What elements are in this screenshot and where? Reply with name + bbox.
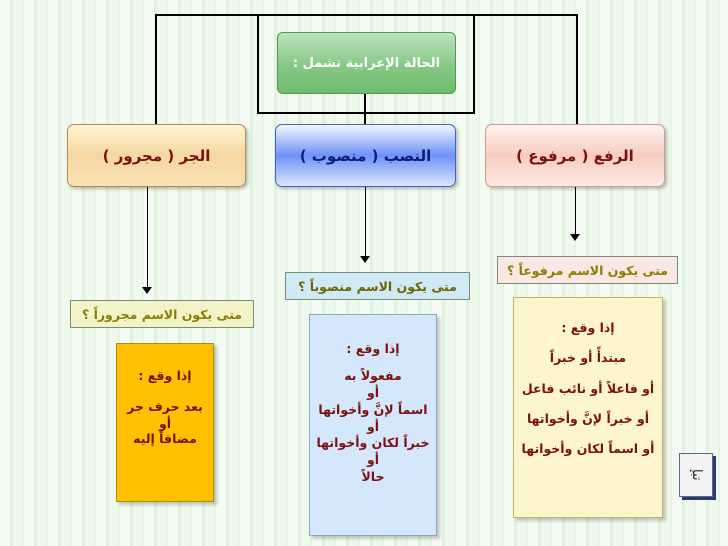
question-jar: متى يكون الاسم مجروراً ؟ [70,300,254,328]
question-raf: متى يكون الاسم مرفوعاً ؟ [497,256,678,284]
connector-title-left [257,14,259,114]
content-raf-line: أو اسماً لكان وأخواتها [521,441,655,456]
arrow-nasb-head [360,256,370,263]
content-raf-line: مبتدأً أو خبراً [549,350,627,366]
content-nasb-line: أو [366,418,380,434]
content-raf-line [514,336,662,350]
content-nasb-line: حالاً [361,469,385,485]
content-box-raf: إذا وقع : مبتدأً أو خبراً أو فاعلاً أو ن… [513,297,663,518]
arrow-raf-head [570,234,580,241]
content-nasb-line: اسماً لإنَّ وأخواتها [318,401,428,417]
diagram-title: الحالة الإعرابية تشمل : [277,32,456,94]
case-label-jar: الجر ( مجرور ) [102,146,211,165]
connector-top-horizontal [155,14,578,16]
connector-right-vertical [576,14,578,125]
content-box-nasb: إذا وقع : مفعولاً به أو اسماً لإنَّ وأخو… [309,314,437,536]
content-nasb-line: أو [366,452,380,468]
content-box-jar: إذا وقع : بعد حرف جر أو مضافاً إليه [116,343,214,502]
content-raf-line [514,427,662,441]
connector-title-right [473,14,475,114]
content-jar-line [117,385,213,397]
calligraphy-icon[interactable]: تبإ [679,453,713,497]
content-jar-line: بعد حرف جر [127,399,203,415]
case-box-nasb: النصب ( منصوب ) [275,124,456,187]
connector-center-vertical [364,92,366,125]
connector-left-vertical [155,14,157,125]
content-nasb-line: أو [366,384,380,400]
content-raf-line: أو خبراً لإنَّ وأخواتها [526,410,650,426]
content-jar-line: مضافاً إليه [133,430,197,446]
content-nasb-line [310,358,436,368]
arrow-jar-head [142,287,152,294]
arrow-nasb-line [365,185,366,257]
content-jar-line: إذا وقع : [138,368,192,383]
arrow-jar-line [147,185,148,288]
content-raf-line: إذا وقع : [561,320,615,335]
content-nasb-line: مفعولاً به [344,367,402,383]
arrow-raf-line [575,185,576,235]
case-label-raf: الرفع ( مرفوع ) [516,146,634,165]
content-raf-line: أو فاعلاً أو نائب فاعل [521,380,655,396]
corner-icon-glyphs: تبإ [688,469,704,481]
connector-title-bottom [257,112,475,114]
question-raf-text: متى يكون الاسم مرفوعاً ؟ [506,262,669,278]
question-nasb-text: متى يكون الاسم منصوباً ؟ [298,278,457,294]
content-nasb-line: إذا وقع : [346,341,400,356]
content-raf-line [514,367,662,381]
diagram-title-text: الحالة الإعرابية تشمل : [292,55,441,71]
content-jar-line: أو [158,415,172,431]
question-jar-text: متى يكون الاسم مجروراً ؟ [81,306,243,322]
case-box-raf: الرفع ( مرفوع ) [485,124,665,187]
case-label-nasb: النصب ( منصوب ) [299,146,432,165]
content-nasb-line: خبراً لكان وأخواتها [316,435,430,451]
content-raf-line [514,397,662,411]
case-box-jar: الجر ( مجرور ) [67,124,246,187]
question-nasb: متى يكون الاسم منصوباً ؟ [285,272,470,300]
